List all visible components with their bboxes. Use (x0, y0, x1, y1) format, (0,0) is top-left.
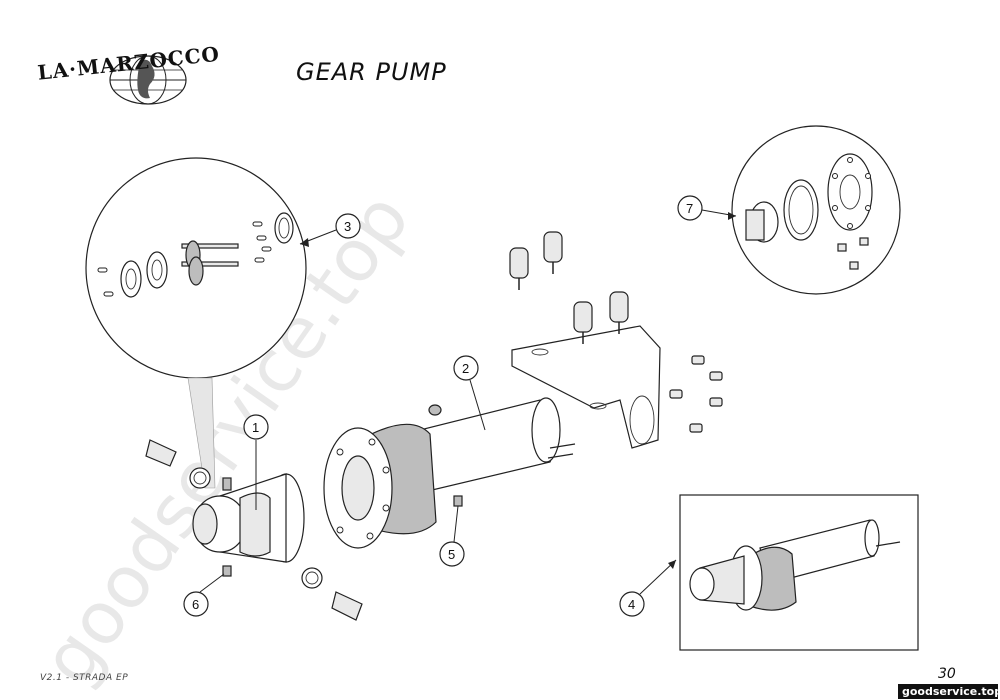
callout-4-label: 4 (628, 597, 635, 612)
watermark-corner: goodservice.top (902, 685, 1000, 698)
globe-icon (109, 55, 187, 105)
callout-5-label: 5 (448, 547, 455, 562)
callout-2-label: 2 (462, 361, 469, 376)
callout-3: 3 (299, 213, 361, 247)
callout-1-label: 1 (252, 420, 259, 435)
callout-7: 7 (677, 195, 737, 221)
callout-5: 5 (439, 505, 465, 567)
doc-code: V2.1 - STRADA EP (40, 673, 128, 683)
callout-6-label: 6 (192, 597, 199, 612)
callout-6: 6 (183, 573, 225, 617)
brand-logo: LA·MARZOCCO (36, 42, 221, 105)
callout-1: 1 (243, 414, 269, 510)
detail-circle-flange (731, 125, 901, 295)
callout-4: 4 (619, 559, 677, 617)
page-number: 30 (938, 666, 956, 682)
mounting-bracket (509, 231, 723, 449)
motor-body (323, 397, 576, 549)
callout-7-label: 7 (686, 201, 693, 216)
callout-2: 2 (453, 355, 486, 431)
callout-3-label: 3 (344, 219, 351, 234)
assembly-inset (679, 494, 919, 651)
detail-circle-gears (85, 157, 307, 489)
pump-head (145, 439, 363, 621)
logo-text: LA·MARZOCCO (36, 42, 221, 85)
page-title: GEAR PUMP (296, 58, 447, 86)
watermark-corner-badge (898, 684, 998, 699)
